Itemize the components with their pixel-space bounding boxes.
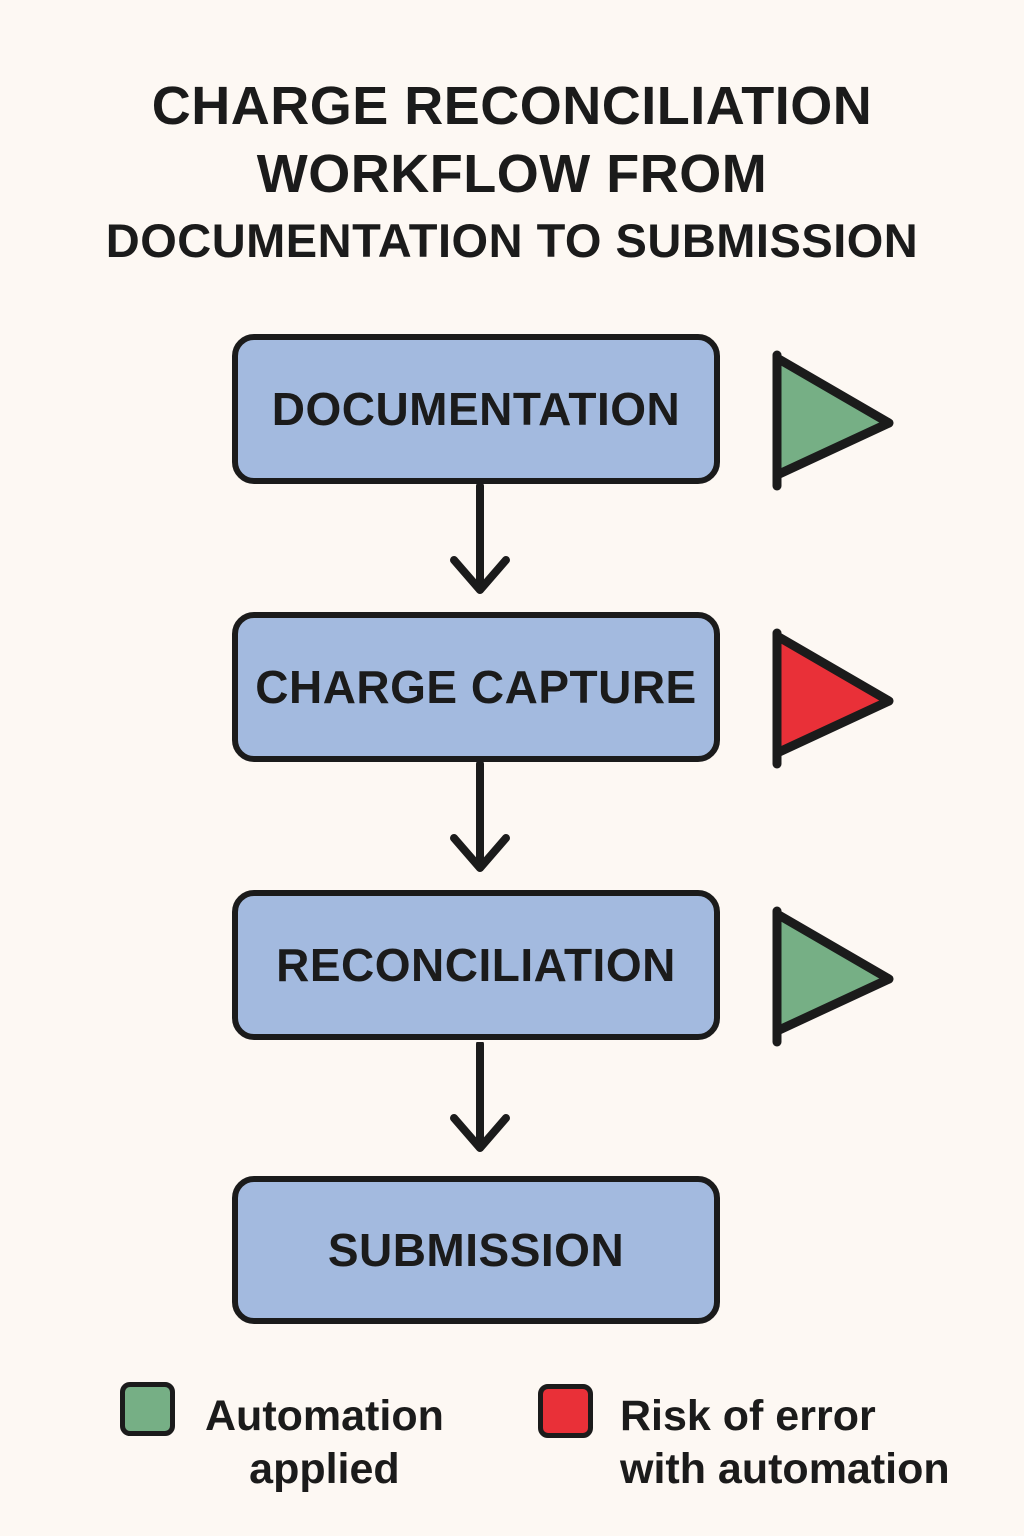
flow-step-label: RECONCILIATION <box>276 939 676 991</box>
legend-swatch-red <box>538 1384 593 1438</box>
flow-step-submission: SUBMISSION <box>232 1176 720 1324</box>
legend-label-risk-of-error: Risk of error with automation <box>620 1390 950 1496</box>
down-arrow-icon <box>450 484 510 594</box>
title-line-3: DOCUMENTATION TO SUBMISSION <box>105 214 919 267</box>
flow-step-reconciliation: RECONCILIATION <box>232 890 720 1040</box>
legend-label-line: applied <box>249 1445 400 1493</box>
legend-label-line: with automation <box>620 1445 950 1493</box>
legend-label-automation-applied: Automation applied <box>205 1390 444 1496</box>
title-line-2: WORKFLOW FROM <box>256 144 768 204</box>
legend-swatch-green <box>120 1382 175 1436</box>
flow-step-charge-capture: CHARGE CAPTURE <box>232 612 720 762</box>
flow-step-label: DOCUMENTATION <box>271 383 681 435</box>
down-arrow-icon <box>450 1042 510 1152</box>
red-flag-icon <box>772 628 894 769</box>
legend-label-line: Risk of error <box>620 1392 876 1440</box>
flow-step-documentation: DOCUMENTATION <box>232 334 720 484</box>
flow-step-label: CHARGE CAPTURE <box>255 661 697 713</box>
green-flag-icon <box>772 906 894 1047</box>
green-flag-icon <box>772 350 894 491</box>
page-title: CHARGE RECONCILIATION WORKFLOW FROM DOCU… <box>0 72 1024 274</box>
flow-step-label: SUBMISSION <box>327 1224 625 1276</box>
title-line-1: CHARGE RECONCILIATION <box>151 76 873 136</box>
legend-label-line: Automation <box>205 1392 444 1440</box>
down-arrow-icon <box>450 762 510 872</box>
